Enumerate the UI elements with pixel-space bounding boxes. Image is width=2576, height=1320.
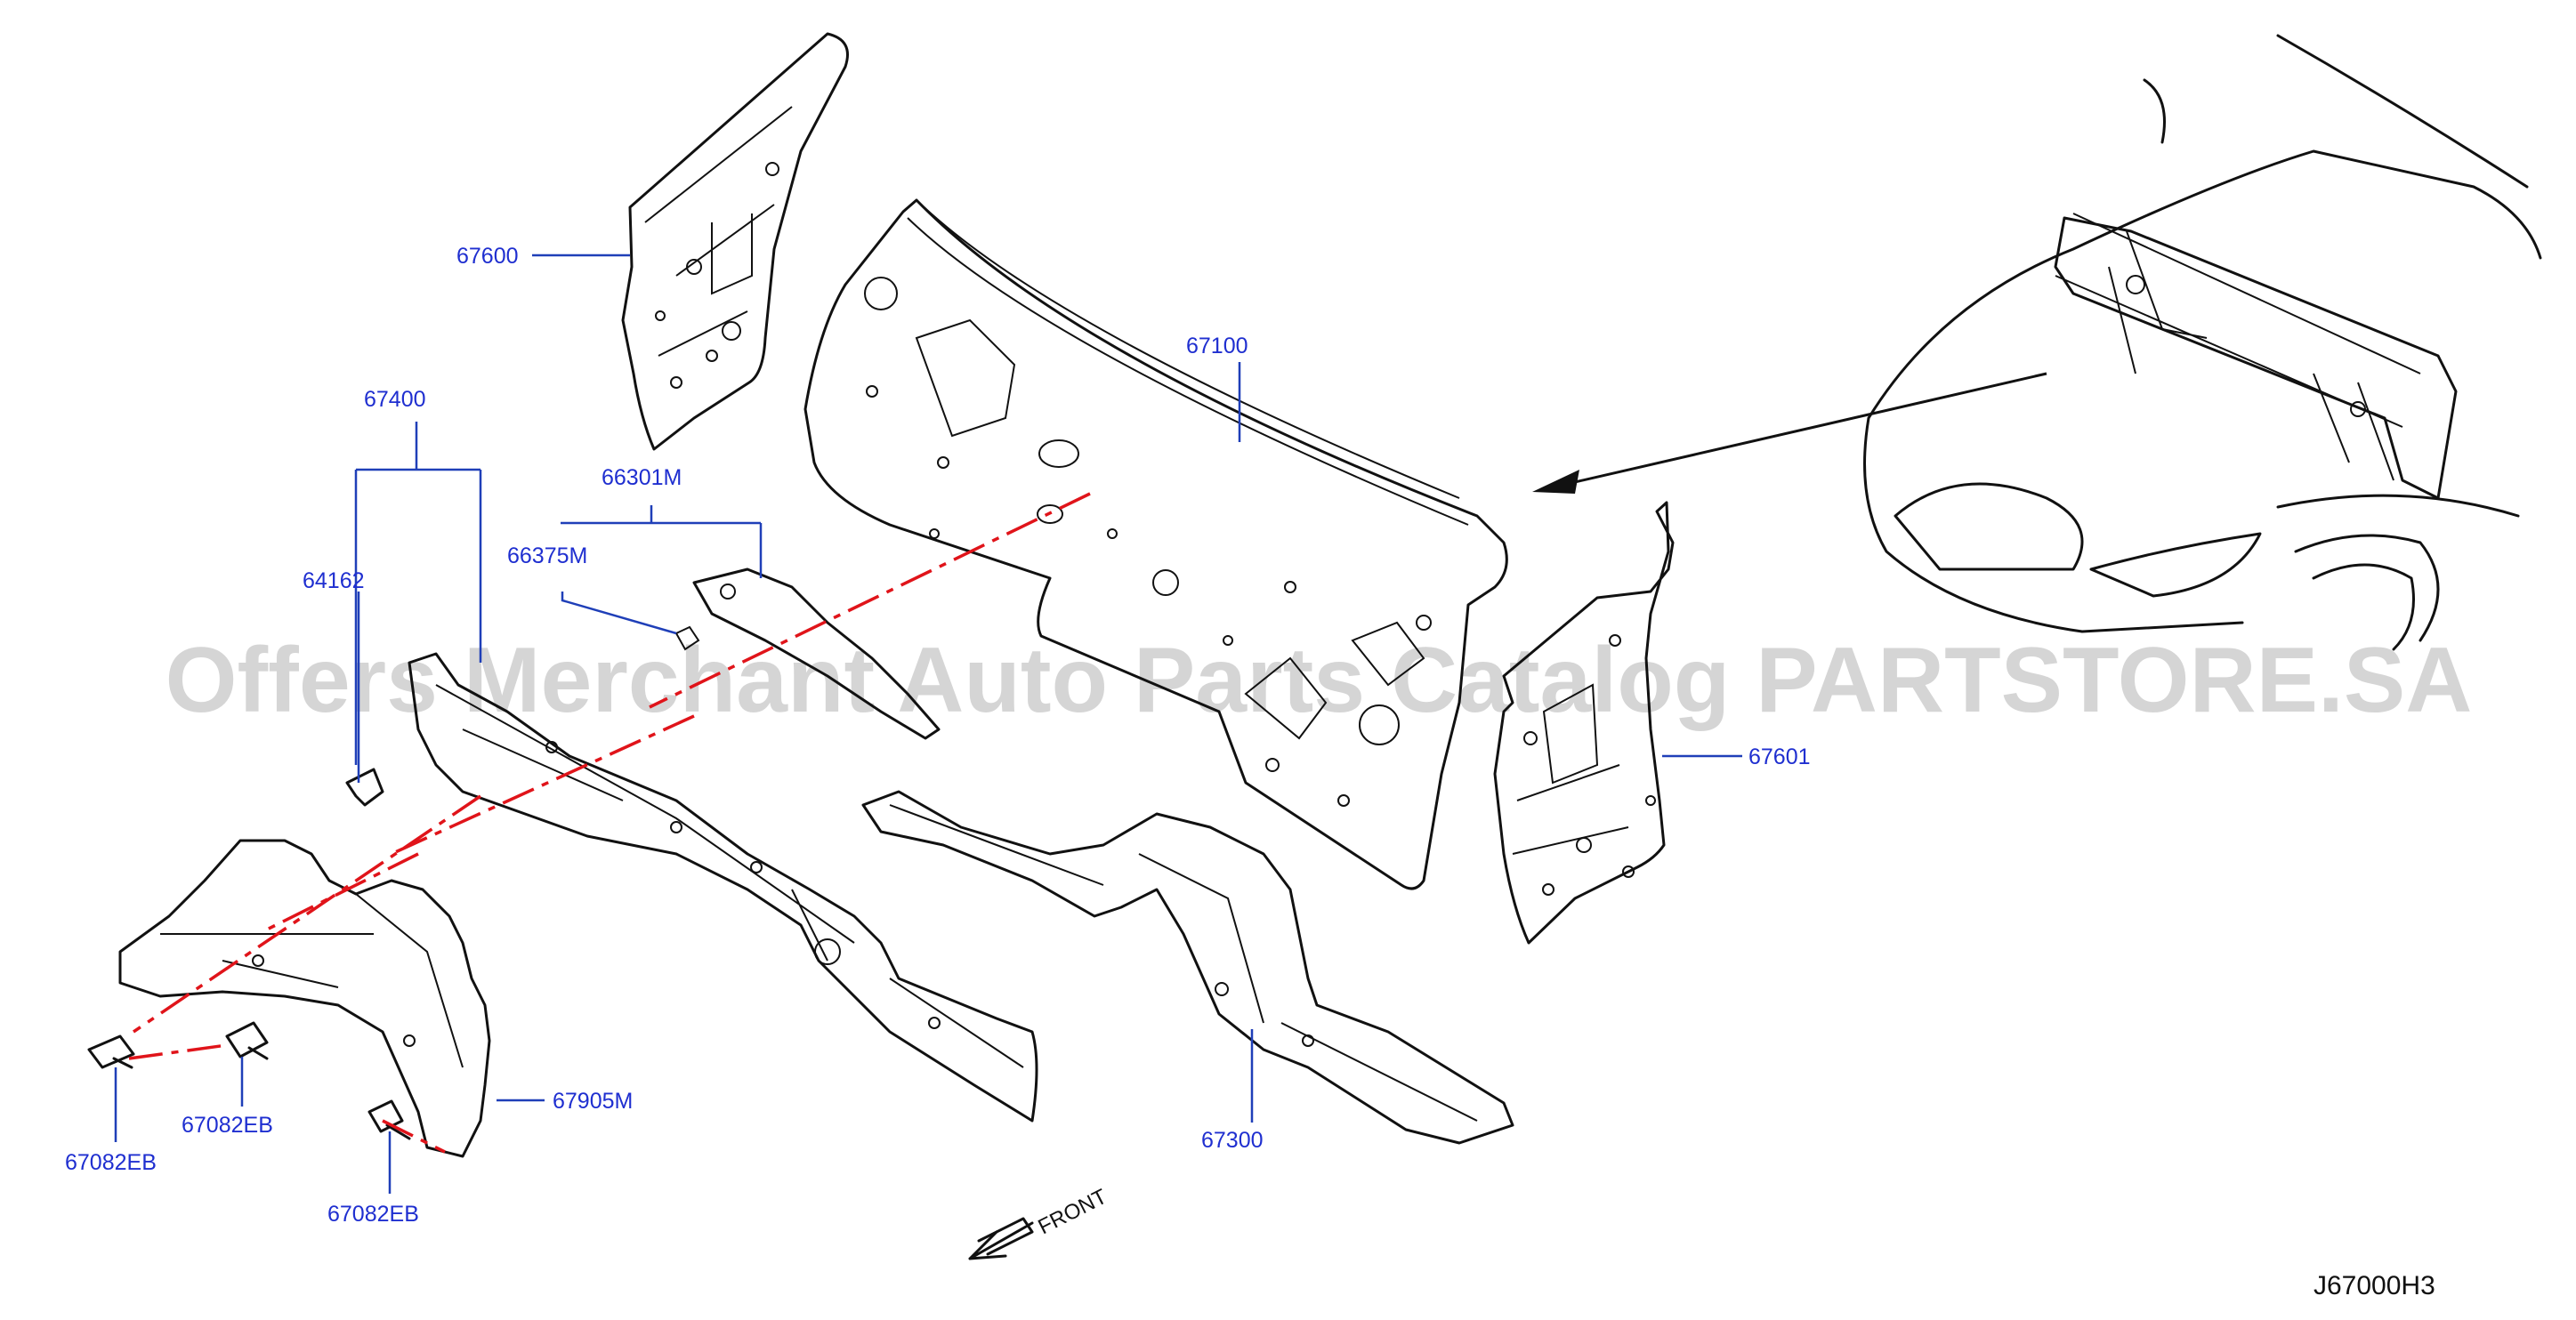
part-67600-drawing[interactable] (621, 32, 849, 451)
part-label-67100[interactable]: 67100 (1186, 334, 1248, 358)
leader-lines (114, 254, 1742, 1194)
front-indicator: FRONT (968, 1185, 1111, 1260)
clip-67082EB-a-drawing[interactable] (87, 1034, 135, 1069)
part-label-66375M[interactable]: 66375M (507, 543, 587, 568)
part-label-67082EB-c[interactable]: 67082EB (327, 1202, 419, 1227)
part-labels: 67600 67100 67400 66301M 64162 66375M 67… (65, 244, 1811, 1227)
clip-67082EB-c-drawing[interactable] (367, 1099, 411, 1140)
part-label-67082EB-a[interactable]: 67082EB (65, 1150, 157, 1175)
part-label-64162[interactable]: 64162 (303, 568, 365, 593)
front-label: FRONT (1034, 1185, 1110, 1240)
part-label-67300[interactable]: 67300 (1201, 1128, 1264, 1153)
part-67300-drawing[interactable] (861, 790, 1514, 1145)
part-67601-drawing[interactable] (1493, 501, 1675, 945)
part-64162-drawing[interactable] (345, 768, 384, 807)
clip-67082EB-b-drawing[interactable] (225, 1021, 269, 1060)
part-label-67082EB-b[interactable]: 67082EB (182, 1113, 273, 1138)
alignment-lines (128, 492, 1091, 1154)
part-label-67400[interactable]: 67400 (364, 387, 426, 412)
watermark-text: Offers Merchant Auto Parts Catalog PARTS… (166, 629, 2473, 732)
part-label-67601[interactable]: 67601 (1748, 745, 1811, 769)
part-67100-drawing[interactable] (803, 198, 1508, 890)
vehicle-overview-drawing (1863, 34, 2542, 651)
part-67905M-drawing[interactable] (118, 839, 491, 1158)
part-label-67600[interactable]: 67600 (456, 244, 519, 269)
part-66301M-drawing[interactable] (674, 567, 941, 740)
part-67400-drawing[interactable] (408, 652, 1038, 1123)
diagram-code: J67000H3 (2314, 1271, 2435, 1300)
callout-arrow (1532, 372, 2047, 494)
part-label-67905M[interactable]: 67905M (553, 1089, 633, 1114)
part-label-66301M[interactable]: 66301M (602, 465, 682, 490)
